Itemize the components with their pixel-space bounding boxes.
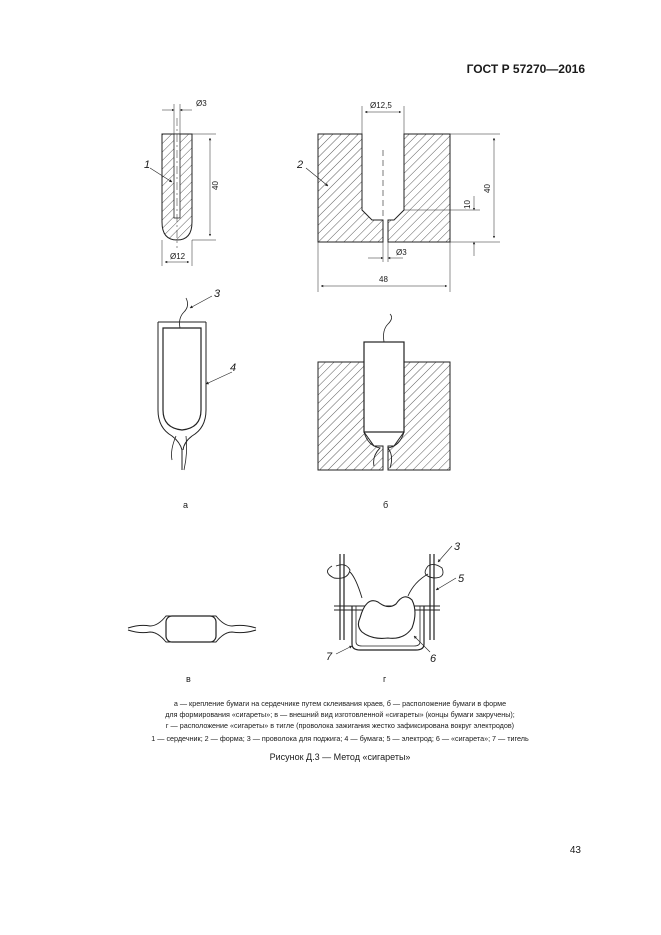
dim-h40-left: 40 [211,181,220,190]
form-drawing [305,106,500,292]
dim-d3-top: Ø3 [196,99,207,108]
dim-h40-right: 40 [483,184,492,193]
callout-7: 7 [326,651,333,663]
callout-5: 5 [458,573,465,585]
callout-1: 1 [144,159,150,171]
callout-4: 4 [230,362,236,374]
figure-drawing: Ø3 40 Ø12 1 Ø12,5 40 10 Ø3 48 2 [127,99,500,684]
standard-header: ГОСТ Р 57270—2016 [466,62,585,76]
figure-legend: 1 — сердечник; 2 — форма; 3 — проволока … [151,734,529,743]
callout-6: 6 [430,653,437,665]
crucible-drawing [327,545,457,655]
core-drawing [149,104,216,266]
dim-w48: 48 [379,275,388,284]
dim-d12: Ø12 [170,252,186,261]
page-number: 43 [569,845,581,856]
caption-line-1: а — крепление бумаги на сердечнике путем… [173,699,507,708]
callout-3b: 3 [454,541,461,553]
sublabel-g: г [383,674,387,684]
cigarette-drawing [127,615,257,643]
paper-on-core-drawing [157,295,233,471]
callout-3a: 3 [214,288,221,300]
figure-caption: а — крепление бумаги на сердечнике путем… [40,698,640,731]
dim-d3-bottom: Ø3 [396,248,407,257]
sublabel-v: в [186,674,191,684]
dim-h10: 10 [463,200,472,209]
callout-2: 2 [296,159,303,171]
dim-d12-5: Ø12,5 [370,101,392,110]
sublabel-b: б [383,500,388,510]
figure-title: Рисунок Д.3 — Метод «сигареты» [269,752,411,762]
caption-line-2: для формирования «сигареты»; в — внешний… [165,710,515,719]
caption-line-3: г — расположение «сигареты» в тигле (про… [165,721,515,730]
paper-in-form-drawing [317,313,451,471]
sublabel-a: а [183,500,188,510]
